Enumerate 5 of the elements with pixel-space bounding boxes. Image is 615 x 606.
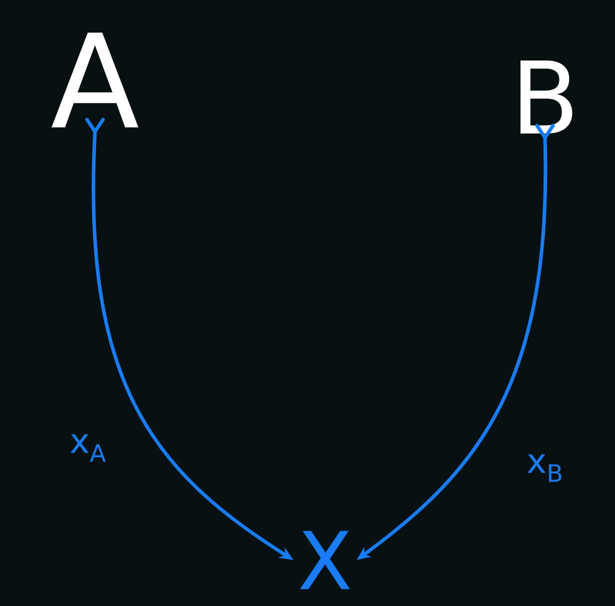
edge-label: x$_{B}$ [528, 454, 562, 482]
node-letter: B [520, 60, 572, 134]
edge-label: x$_{A}$ [70, 434, 106, 462]
node-letter: A [52, 32, 138, 128]
node-letter: X [300, 530, 350, 590]
